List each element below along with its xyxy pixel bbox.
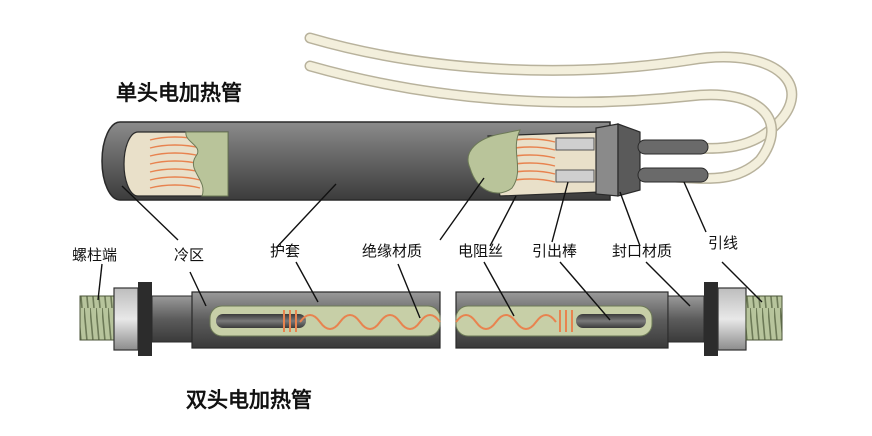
label-stud-terminal: 螺柱端: [72, 246, 118, 264]
sealing-cap: [595, 123, 619, 197]
label-sealing: 封口材质: [612, 242, 673, 260]
left-flange: [138, 282, 152, 356]
label-insulation: 绝缘材质: [362, 242, 423, 260]
single-head-tube: [101, 121, 709, 201]
title-double-head: 双头电加热管: [186, 388, 312, 412]
leader-lines: [97, 177, 763, 321]
label-lead-rod: 引出棒: [532, 242, 578, 260]
right-insulation: [467, 129, 521, 194]
label-lead-wire: 引线: [708, 234, 739, 252]
label-cold-zone: 冷区: [174, 246, 205, 264]
double-head-tube: [79, 282, 783, 356]
left-nut: [113, 287, 139, 351]
right-flange: [704, 282, 718, 356]
right-stud-thread: [745, 295, 783, 341]
title-single-head: 单头电加热管: [116, 81, 242, 105]
lead-rods: [555, 137, 595, 183]
label-resistance-wire: 电阻丝: [458, 242, 504, 260]
lead-wire-ends: [637, 139, 709, 183]
left-insulation: [185, 131, 229, 197]
left-stud-thread: [79, 295, 117, 341]
right-nut: [717, 287, 747, 351]
right-wave: [455, 314, 557, 330]
label-sheath: 护套: [270, 242, 301, 260]
lead-wires: [304, 32, 798, 184]
left-wave: [299, 314, 441, 330]
